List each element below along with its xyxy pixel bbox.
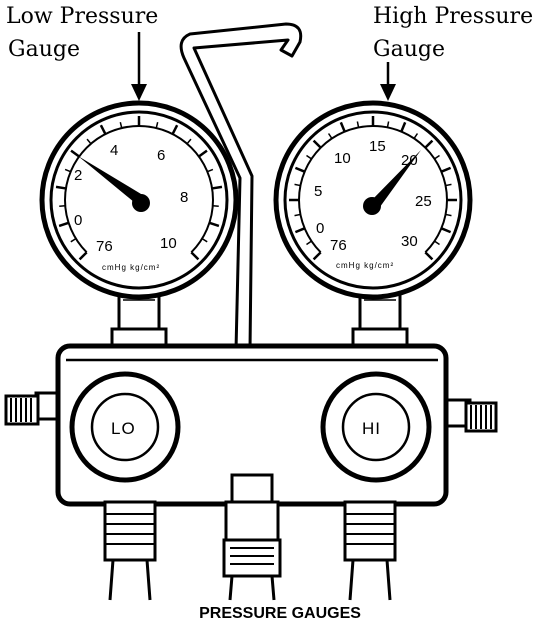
scale-arc [64,125,214,254]
scale-tick [58,221,70,228]
low-gauge-units: cmHg kg/cm² [102,263,160,272]
scale-tick [424,139,434,149]
scale-tick [119,122,123,129]
scale-tick [198,149,208,158]
scale-tick [327,133,333,139]
scale-tick [440,166,452,173]
low-scale-label-4: 4 [110,142,118,159]
low-gauge-callout-line1: Low Pressure [6,4,158,29]
hanging-hook [179,22,303,352]
scale-tick [190,251,200,261]
scale-tick [155,122,159,129]
scale-tick [434,240,440,246]
low-gauge-arrow [131,32,147,101]
low-scale-label-6: 6 [157,147,165,164]
high-hose-connector [343,500,397,601]
scale-tick [211,185,223,190]
high-gauge-arrow [380,62,396,101]
high-pressure-gauge: 76 0 5 10 15 20 25 30 cmHg kg/cm² [273,100,473,300]
low-pressure-gauge: 76 0 2 4 6 8 10 cmHg kg/cm² [39,100,239,300]
scale-tick [55,185,67,190]
scale-tick [356,121,360,128]
figure-caption: PRESSURE GAUGES [199,605,361,622]
scale-tick [70,238,77,243]
high-gauge-callout-line2: Gauge [373,37,445,62]
scale-tick [424,251,434,261]
low-scale-label-0: 0 [74,212,82,229]
low-gauge-ticks [55,116,223,261]
scale-tick [208,221,220,228]
scale-tick [86,138,92,145]
high-gauge-ticks [289,116,457,261]
scale-tick [294,227,306,234]
high-valve-knob: HI [320,371,432,483]
low-scale-label-10: 10 [160,235,177,252]
scale-tick [70,149,80,158]
scale-tick [386,121,390,128]
scale-tick [64,168,71,173]
scale-tick [171,124,179,135]
scale-tick [312,251,322,261]
high-scale-label-10: 10 [334,150,351,167]
high-valve-label: HI [362,419,381,438]
high-scale-label-76: 76 [330,237,347,254]
high-scale-label-20: 20 [401,152,418,169]
scale-tick [445,213,452,217]
scale-tick [445,183,452,187]
low-valve-label: LO [111,419,136,438]
low-valve-knob: LO [69,371,181,483]
high-gauge-units: cmHg kg/cm² [336,261,394,270]
scale-tick [434,154,440,160]
high-scale-label-30: 30 [401,233,418,250]
scale-tick [99,124,107,135]
scale-tick [294,183,301,187]
scale-tick [186,138,192,145]
low-gauge-callout-line2: Gauge [8,37,80,62]
scale-tick [207,168,214,173]
scale-tick [413,133,419,139]
high-gauge-callout-line1: High Pressure [373,4,533,29]
scale-tick [294,166,306,173]
low-scale-label-2: 2 [74,167,82,184]
low-scale-label-76: 76 [96,238,113,255]
low-scale-label-8: 8 [180,189,188,206]
low-gauge-needle [78,156,150,212]
scale-tick [78,251,88,261]
high-scale-label-5: 5 [314,183,322,200]
low-hose-connector [103,500,157,601]
scale-arc [298,125,448,254]
scale-tick [306,154,312,160]
scale-tick [294,213,301,217]
high-scale-label-25: 25 [415,193,432,210]
scale-tick [400,121,407,133]
center-hose-connector [222,473,282,601]
scale-tick [440,227,452,234]
scale-tick [201,238,208,243]
high-scale-label-0: 0 [316,220,324,237]
scale-tick [339,121,346,133]
high-gauge-needle [363,150,421,215]
scale-tick [312,139,322,149]
scale-tick [306,240,312,246]
high-scale-label-15: 15 [369,138,386,155]
